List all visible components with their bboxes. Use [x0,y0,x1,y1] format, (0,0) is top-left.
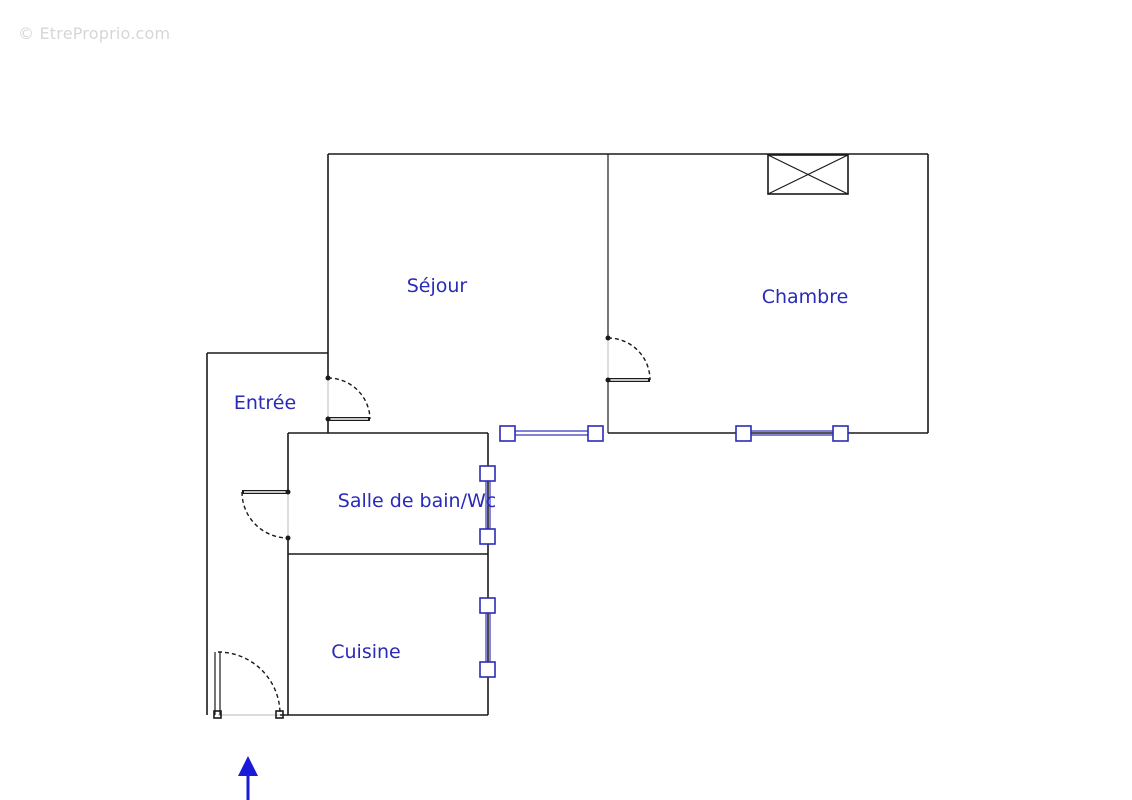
window-sejour [499,425,604,442]
door-entrance [213,651,284,719]
door-chambre [605,335,651,383]
door-sejour [325,375,371,422]
room-label-sejour: Séjour [407,275,468,297]
entry-arrow-icon [238,756,258,800]
room-label-salle-de-bain: Salle de bain/Wc [338,490,496,512]
room-label-cuisine: Cuisine [331,641,401,663]
window-cuisine [479,597,496,678]
room-label-entree: Entrée [234,392,296,414]
door-salle-de-bain [241,489,291,541]
watermark: © EtreProprio.com [18,24,171,43]
walls [206,153,929,716]
window-chambre [735,425,849,442]
room-label-chambre: Chambre [762,286,849,308]
ventilation-icon [767,154,849,195]
window-salle-de-bain [479,465,496,545]
